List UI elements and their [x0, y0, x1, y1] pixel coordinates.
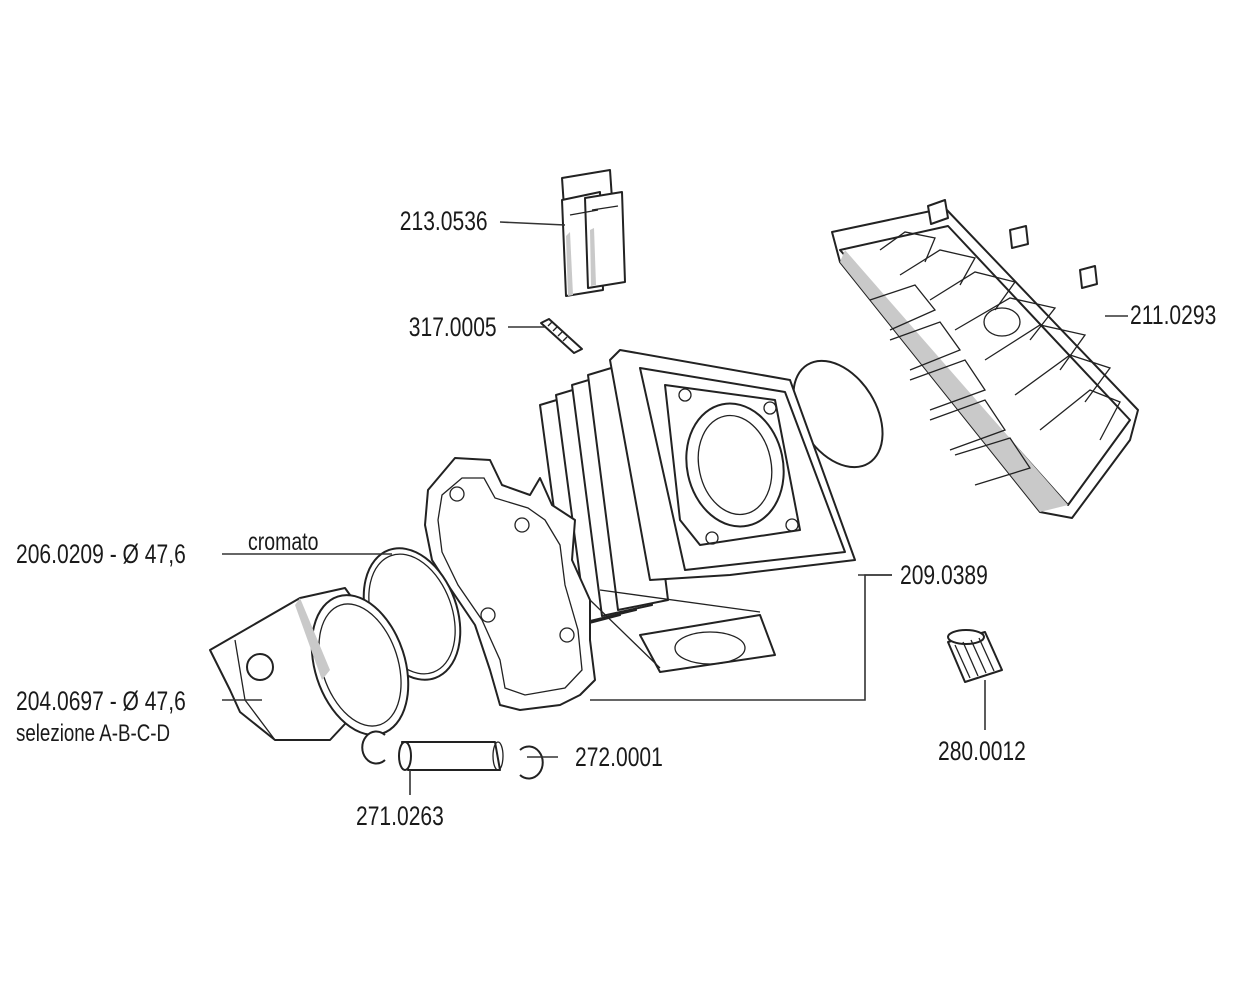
- part-label-needle-bearing: 280.0012: [938, 736, 1026, 766]
- cylinder-drawing: [539, 349, 856, 673]
- part-note-selezione: selezione A-B-C-D: [16, 720, 170, 747]
- part-label-stud: 317.0005: [409, 312, 497, 342]
- cylinder-head-drawing: [831, 199, 1139, 519]
- part-label-cylinder-head: 211.0293: [1130, 300, 1217, 330]
- leader-lines: [222, 221, 1128, 795]
- stud-drawing: [540, 318, 583, 354]
- part-label-piston-pin: 271.0263: [356, 801, 444, 831]
- part-label-cylinder: 209.0389: [900, 560, 988, 590]
- needle-bearing-drawing: [947, 629, 1003, 683]
- part-label-piston: 204.0697 - Ø 47,6: [16, 686, 186, 716]
- circlips-drawing: [361, 730, 544, 780]
- part-note-cromato: cromato: [248, 528, 319, 556]
- piston-pin-drawing: [398, 741, 504, 771]
- part-label-reeds: 213.0536: [400, 206, 488, 236]
- piston-drawing: [209, 587, 410, 741]
- part-label-piston-ring: 206.0209 - Ø 47,6: [16, 539, 186, 569]
- part-label-circlip: 272.0001: [575, 742, 663, 772]
- reed-petals-drawing: [561, 169, 626, 297]
